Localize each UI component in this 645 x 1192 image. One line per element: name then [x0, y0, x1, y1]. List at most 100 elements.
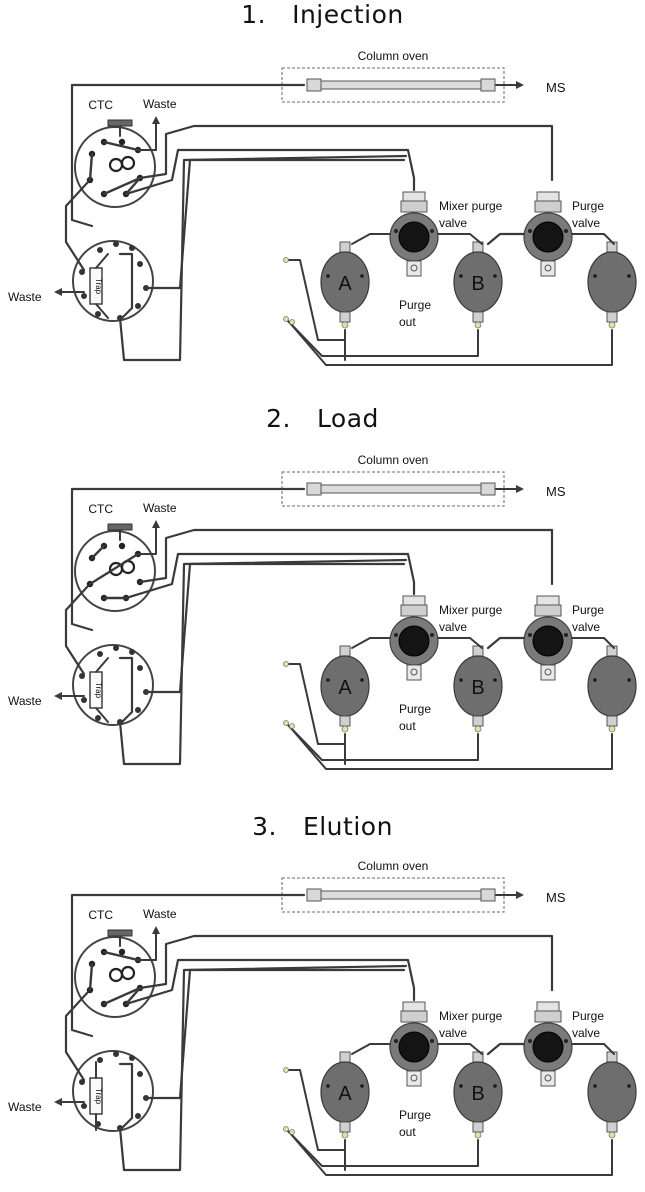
inlet-tip: [283, 1126, 289, 1132]
valve-port: [394, 1039, 398, 1043]
waste-arrow-top: [152, 926, 160, 934]
waste-label-top: Waste: [143, 501, 177, 515]
valve-nut: [400, 1010, 428, 1023]
inlet-line-c: [289, 726, 613, 770]
pump-fitting: [472, 715, 484, 727]
column: [309, 890, 487, 900]
waste-label-top: Waste: [143, 907, 177, 921]
valve-bracket: [406, 260, 422, 277]
fitting: [480, 78, 496, 92]
pump-b-label: B: [471, 677, 484, 699]
purge-valve: [523, 595, 573, 681]
tubing-purge-to-c: [571, 233, 615, 245]
valve-port: [528, 633, 532, 637]
pump-screw: [627, 274, 631, 278]
mixer-purge-valve-label: Mixer purge: [439, 1009, 503, 1023]
fitting: [480, 482, 496, 496]
tubing-to-mixer-valve: [124, 958, 416, 1006]
tubing-line: [137, 123, 157, 151]
tubing-line: [144, 968, 406, 1100]
valve-bracket: [540, 664, 556, 681]
pump-screw: [360, 274, 364, 278]
valve-port: [113, 241, 119, 247]
valve-port: [118, 542, 126, 550]
inlet-line-b: [285, 318, 479, 357]
valve-port: [81, 293, 87, 299]
valve-nut: [534, 200, 562, 213]
tubing-to-purge-valve: [138, 124, 554, 182]
ctc-valve: [74, 523, 156, 612]
pump-b-label: B: [471, 273, 484, 295]
inlet-line-b: [285, 722, 479, 761]
pump-c: [587, 1051, 637, 1139]
panel-name: Elution: [302, 812, 393, 841]
valve-bracket-hole: [410, 264, 418, 272]
valve-port: [430, 1039, 434, 1043]
ms-arrow: [516, 81, 524, 89]
inlet-line-c: [289, 322, 613, 366]
valve-bracket: [540, 1070, 556, 1087]
valve-port: [129, 245, 135, 251]
panel-number: 1.: [241, 0, 267, 29]
valve-bracket: [540, 260, 556, 277]
column-oven-label: Column oven: [358, 453, 429, 467]
trap-label: Trap: [94, 1088, 103, 1105]
tubing-line: [144, 562, 406, 694]
tubing-mixer-to-b: [437, 1043, 483, 1055]
tubing-line: [88, 544, 140, 600]
inlet-line-a: [285, 259, 346, 341]
tubing-line: [137, 933, 157, 961]
inlet-line-b: [285, 1128, 479, 1167]
valve-bracket-hole: [544, 264, 552, 272]
panel-number: 3.: [252, 812, 277, 841]
valve-port: [394, 633, 398, 637]
pump-c: [587, 241, 637, 329]
panel-title: 2.Load: [0, 404, 645, 433]
valve-core: [398, 221, 430, 253]
pump-fitting: [606, 645, 618, 657]
panel-number: 2.: [266, 404, 291, 433]
purge-valve: [389, 595, 439, 681]
valve-port: [97, 1057, 103, 1063]
tubing-to-mixer-valve: [124, 148, 416, 196]
tubing-line: [118, 656, 134, 726]
inlet-tip: [283, 720, 289, 726]
pump-screw: [493, 678, 497, 682]
ms-label: MS: [546, 890, 566, 905]
pump-fitting: [339, 311, 351, 323]
waste-arrow-top: [152, 116, 160, 124]
tubing-mixer-to-b: [437, 637, 483, 649]
valve-port: [394, 229, 398, 233]
valve-port: [97, 247, 103, 253]
ctc-valve: [74, 119, 156, 208]
purge-out-label: Purge: [399, 1108, 431, 1122]
waste-arrow-left: [54, 1098, 62, 1106]
purge-valve-label: Purge: [572, 603, 604, 617]
valve-bracket-hole: [544, 1074, 552, 1082]
pump-screw: [326, 1084, 330, 1088]
sample-loop-coil: [120, 155, 136, 171]
pump-inlet: [474, 321, 482, 329]
inlet-tip: [283, 1067, 289, 1073]
tubing-to-purge-valve: [138, 528, 554, 586]
pump-fitting: [606, 715, 618, 727]
ctc-valve-body: [74, 530, 156, 612]
valve-port: [137, 261, 143, 267]
pump-b: B: [453, 645, 503, 733]
valve-bracket: [406, 1070, 422, 1087]
tubing-mixer-to-a: [351, 233, 391, 245]
pump-body: [587, 655, 637, 717]
pump-fitting: [606, 311, 618, 323]
purge-valve-label: Purge: [572, 1009, 604, 1023]
tubing-line: [118, 1062, 134, 1132]
tubing-to-column: [70, 893, 306, 1038]
pump-a-label: A: [338, 677, 352, 699]
purge-valve-label: valve: [572, 620, 600, 634]
pump-screw: [459, 1084, 463, 1088]
fitting: [480, 888, 496, 902]
valve-bracket-hole: [410, 668, 418, 676]
pump-screw: [326, 274, 330, 278]
pump-body: [587, 1061, 637, 1123]
